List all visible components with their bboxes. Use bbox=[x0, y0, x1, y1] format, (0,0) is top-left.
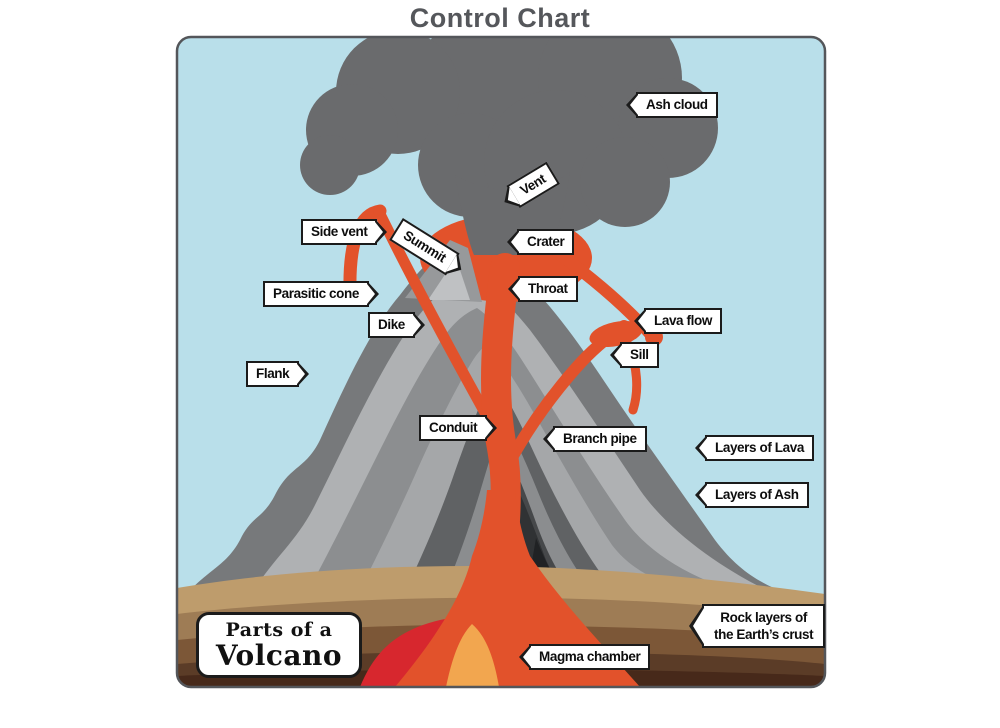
label-sill: Sill bbox=[610, 342, 659, 368]
label-conduit: Conduit bbox=[419, 415, 498, 441]
label-rock-layers-line1: Rock layers of bbox=[720, 610, 807, 625]
diagram-title-box: Parts of a Volcano bbox=[196, 612, 362, 678]
cloud-puff bbox=[300, 135, 360, 195]
label-dike: Dike bbox=[368, 312, 425, 338]
label-branch-pipe: Branch pipe bbox=[543, 426, 647, 452]
magma-core bbox=[446, 624, 499, 687]
label-crater: Crater bbox=[506, 229, 575, 255]
label-flank: Flank bbox=[246, 361, 310, 387]
magma-funnel bbox=[395, 490, 640, 687]
label-magma-chamber: Magma chamber bbox=[518, 644, 651, 670]
label-layers-of-ash: Layers of Ash bbox=[695, 482, 809, 508]
label-rock-layers-line2: the Earth’s crust bbox=[714, 627, 814, 642]
label-throat: Throat bbox=[508, 276, 578, 302]
cloud-puff bbox=[580, 137, 670, 227]
label-lava-flow: Lava flow bbox=[634, 308, 722, 334]
diagram-title-line2: Volcano bbox=[215, 639, 343, 672]
label-rock-layers: Rock layers of the Earth’s crust bbox=[688, 604, 826, 648]
diagram-frame-border bbox=[175, 35, 827, 689]
label-side-vent: Side vent bbox=[301, 219, 388, 245]
label-parasitic-cone: Parasitic cone bbox=[263, 281, 379, 307]
diagram-title-line1: Parts of a bbox=[225, 619, 333, 641]
sill-shape bbox=[589, 320, 643, 348]
label-layers-of-lava: Layers of Lava bbox=[695, 435, 814, 461]
page-title: Control Chart bbox=[409, 3, 591, 33]
label-ash-cloud: Ash cloud bbox=[626, 92, 718, 118]
